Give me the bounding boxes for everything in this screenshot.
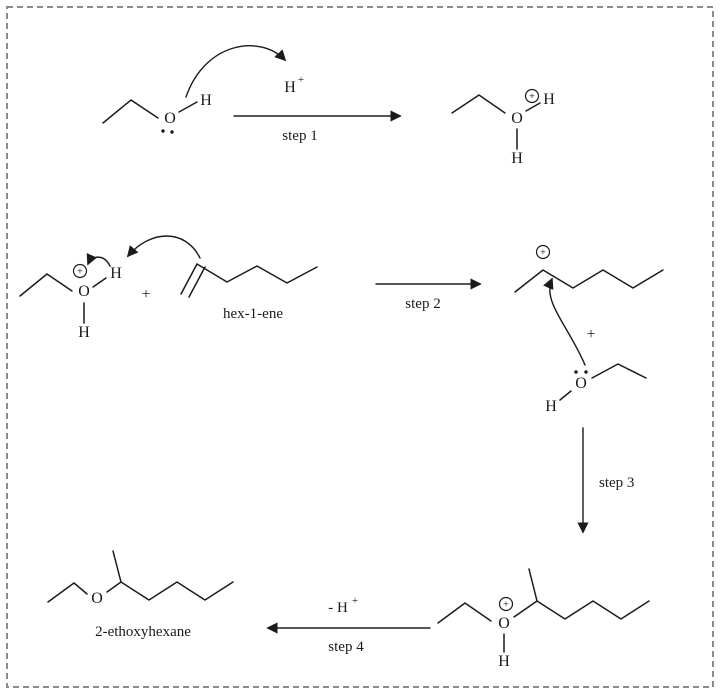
step2-reaction-arrow: step 2 <box>375 278 482 312</box>
carbocation-intermediate: + <box>514 244 664 293</box>
oxonium-reactant: O + H H <box>19 253 122 341</box>
proton-label: H <box>284 79 296 96</box>
step2-label: step 2 <box>405 296 440 312</box>
curved-arrow-alkene-attack <box>126 235 201 259</box>
double-bond-line <box>188 266 206 298</box>
step4-label: step 4 <box>328 639 364 655</box>
atom-H-label: H <box>200 92 212 109</box>
diagram-border <box>6 6 714 688</box>
skeleton-bond <box>591 363 647 379</box>
charge-circle <box>524 88 540 104</box>
atom-O-label: O <box>91 590 103 607</box>
skeleton-bond <box>92 277 107 288</box>
protonated-ether-intermediate: O + H <box>437 568 650 670</box>
proton-charge-label: + <box>298 74 304 86</box>
ethanol-nucleophile: O H <box>545 363 647 415</box>
minus-h-charge-label: + <box>352 595 358 607</box>
lone-pair-dot <box>170 130 174 134</box>
final-product-molecule: O 2-ethoxyhexane <box>47 550 234 640</box>
atom-H-label: H <box>110 265 122 282</box>
atom-H-label: H <box>545 398 557 415</box>
skeleton-bond <box>559 390 572 401</box>
atom-O-label: O <box>78 283 90 300</box>
curved-arrow-ethanol-attack <box>543 277 586 366</box>
atom-O-label: O <box>498 615 510 632</box>
lone-pair-dot <box>584 370 588 374</box>
hex-1-ene-molecule: hex-1-ene <box>180 263 318 322</box>
skeleton-bond <box>513 600 538 618</box>
atom-H-label: H <box>78 324 90 341</box>
step3-label: step 3 <box>599 475 634 491</box>
atom-O-label: O <box>511 110 523 127</box>
double-bond-line <box>180 263 198 295</box>
atom-H-label: H <box>498 653 510 670</box>
charge-circle <box>535 244 551 260</box>
skeleton-bond <box>19 273 73 297</box>
skeleton-bond <box>536 600 650 620</box>
atom-H-label: H <box>511 150 523 167</box>
ethanol-reactant: O H <box>102 92 212 134</box>
charge-circle <box>72 263 88 279</box>
skeleton-bond <box>112 550 122 583</box>
charge-plus-label: + <box>529 92 535 103</box>
skeleton-bond <box>437 602 492 624</box>
step1-label: step 1 <box>282 128 317 144</box>
step1-reaction-arrow: step 1 <box>233 110 402 144</box>
skeleton-bond <box>47 582 88 603</box>
charge-plus-label: + <box>77 267 83 278</box>
charge-circle <box>498 596 514 612</box>
charge-plus-label: + <box>503 600 509 611</box>
skeleton-bond <box>102 99 159 124</box>
plus-sign: + <box>141 286 150 303</box>
atom-H-label: H <box>543 91 555 108</box>
lone-pair-dot <box>574 370 578 374</box>
skeleton-bond <box>525 102 541 112</box>
curved-arrow-protonation <box>185 45 287 98</box>
charge-plus-label: + <box>540 248 546 259</box>
h-plus-label: H + <box>284 74 304 96</box>
minus-h-label: - H <box>328 600 348 616</box>
product-name-label: 2-ethoxyhexane <box>95 624 191 640</box>
atom-O-label: O <box>575 375 587 392</box>
lone-pair-dot <box>161 129 165 133</box>
step3-reaction-arrow: step 3 <box>577 427 634 534</box>
skeleton-bond <box>451 94 506 114</box>
skeleton-bond <box>106 581 122 593</box>
skeleton-bond <box>514 269 664 293</box>
step4-reaction-arrow: - H + step 4 <box>266 595 431 655</box>
curved-arrow-oh-bond <box>86 253 111 267</box>
skeleton-bond <box>120 581 234 601</box>
skeleton-bond <box>178 101 198 113</box>
skeleton-bond <box>528 568 538 602</box>
plus-sign: + <box>586 326 595 343</box>
atom-O-label: O <box>164 110 176 127</box>
hex-1-ene-label: hex-1-ene <box>223 306 283 322</box>
protonated-ethanol-product: O + H H <box>451 88 555 167</box>
skeleton-bond <box>196 263 318 284</box>
